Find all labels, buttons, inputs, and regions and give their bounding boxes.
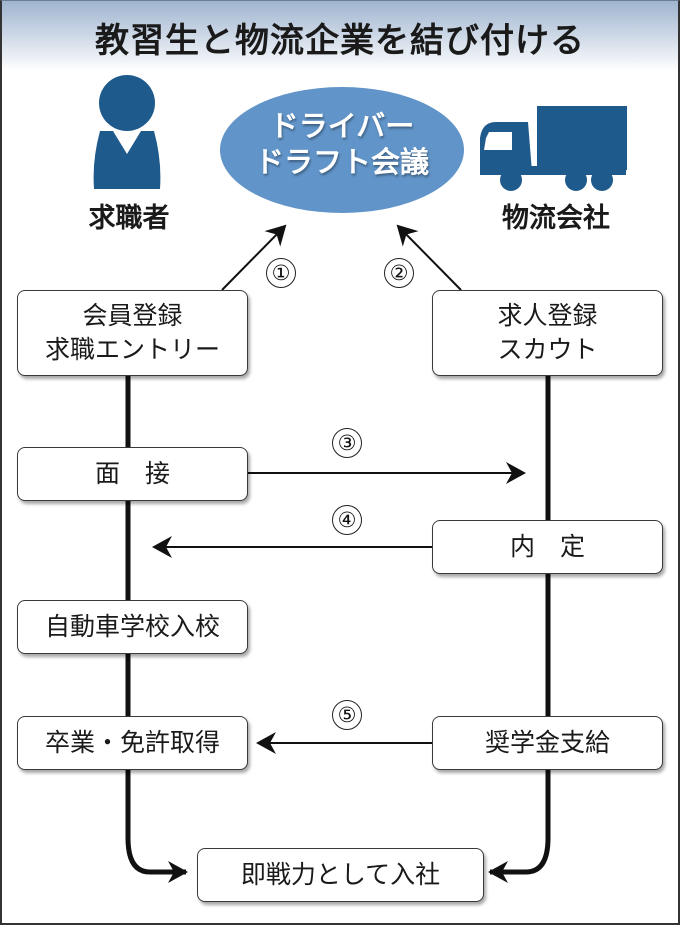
arrow-1 bbox=[221, 224, 287, 291]
step-join-company: 即戦力として入社 bbox=[197, 848, 484, 902]
step-number-3: ③ bbox=[332, 428, 362, 458]
step-number-4: ④ bbox=[332, 505, 362, 535]
step-job-posting: 求人登録 スカウト bbox=[432, 290, 663, 376]
draft-meeting-label: ドライバー ドラフト会議 bbox=[222, 108, 462, 180]
step-label: 内 定 bbox=[509, 532, 585, 561]
draft-meeting-ellipse bbox=[220, 87, 464, 213]
step-graduation-license: 卒業・免許取得 bbox=[17, 716, 248, 770]
step-number-2: ② bbox=[384, 258, 414, 288]
step-label: 奨学金支給 bbox=[484, 728, 610, 757]
step-interview: 面 接 bbox=[17, 447, 248, 501]
step-label: 即戦力として入社 bbox=[240, 860, 441, 889]
diagram-title: 教習生と物流企業を結び付ける bbox=[95, 21, 585, 61]
company-final-arrow bbox=[488, 837, 551, 883]
step-label: 自動車学校入校 bbox=[44, 612, 220, 641]
job-seeker-final-arrow bbox=[125, 837, 188, 883]
step-label: 面 接 bbox=[94, 459, 170, 488]
step-label: 求職エントリー bbox=[44, 335, 220, 364]
step-label: 卒業・免許取得 bbox=[44, 728, 220, 757]
step-number-1: ① bbox=[266, 258, 296, 288]
step-member-registration: 会員登録 求職エントリー bbox=[17, 290, 248, 376]
draft-meeting-line2: ドラフト会議 bbox=[254, 145, 429, 179]
logistics-company-label: 物流会社 bbox=[502, 203, 610, 234]
arrow-2 bbox=[396, 224, 462, 291]
step-scholarship: 奨学金支給 bbox=[432, 716, 663, 770]
person-icon bbox=[93, 75, 161, 189]
step-label: スカウト bbox=[497, 335, 598, 364]
step-number-5: ⑤ bbox=[332, 700, 362, 730]
title-band bbox=[2, 1, 678, 71]
step-label: 会員登録 bbox=[82, 301, 183, 330]
step-job-offer: 内 定 bbox=[432, 520, 663, 574]
job-seeker-label: 求職者 bbox=[88, 203, 170, 234]
step-label: 求人登録 bbox=[497, 301, 598, 330]
draft-meeting-line1: ドライバー bbox=[269, 109, 415, 143]
step-driving-school: 自動車学校入校 bbox=[17, 600, 248, 654]
truck-icon bbox=[480, 106, 627, 191]
